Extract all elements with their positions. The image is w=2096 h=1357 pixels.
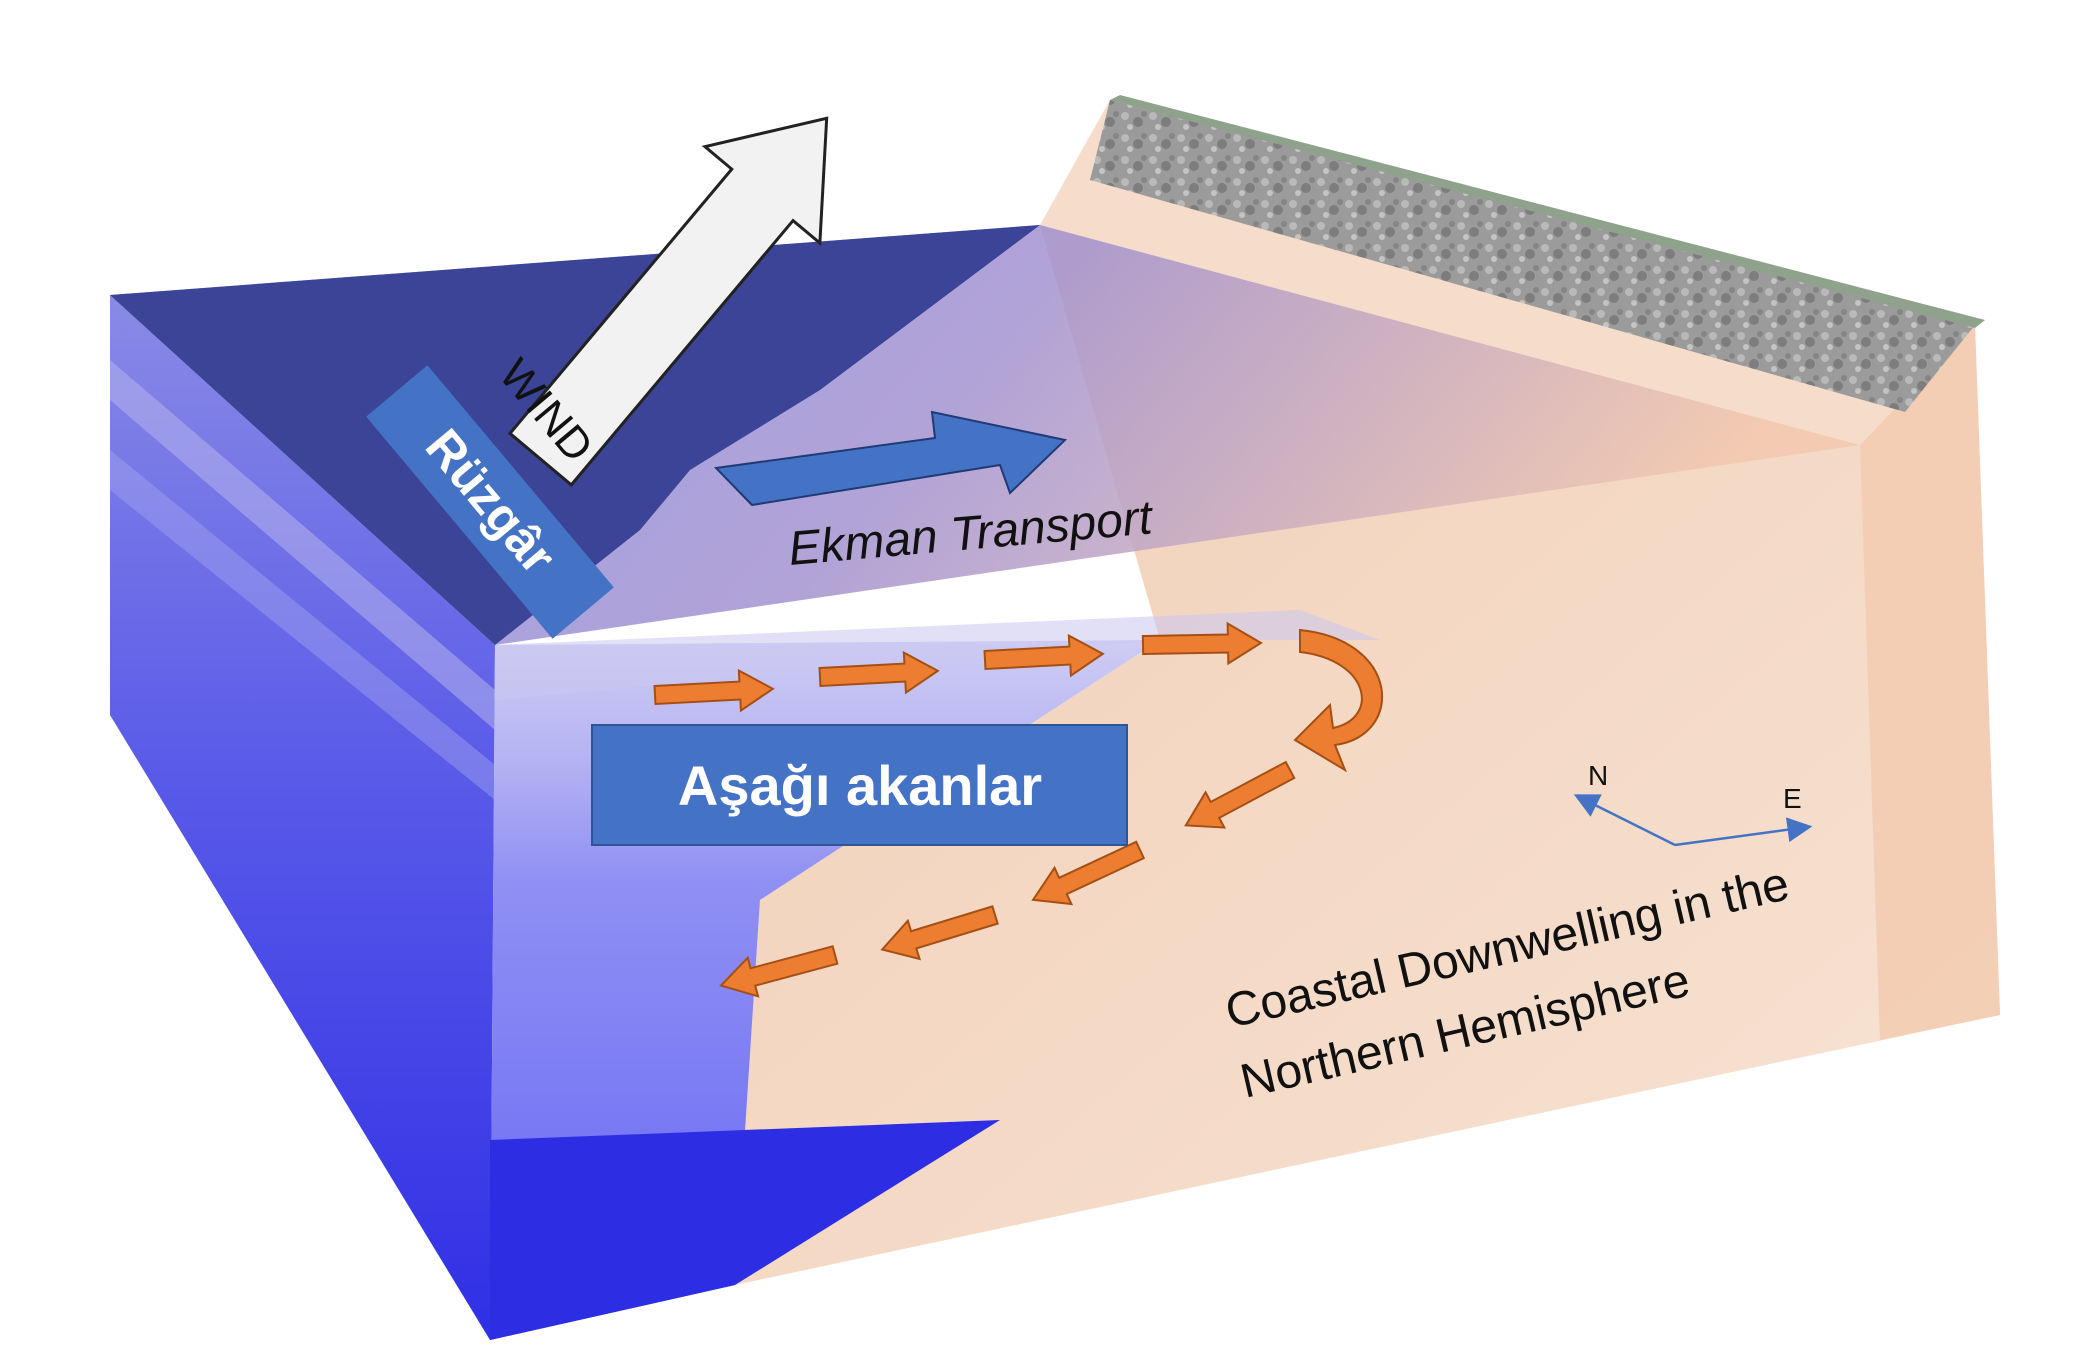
ocean-deep-layer: [490, 1120, 1000, 1340]
ocean-surface-foreground: [495, 610, 1380, 700]
cliff-top-edge: [1110, 95, 1985, 328]
seabed-right-face: [1860, 325, 2000, 1040]
downwelling-tr-box: [591, 724, 1128, 846]
compass-north-label: N: [1588, 760, 1608, 791]
downwelling-turn-arrow: [1293, 628, 1383, 773]
ocean-side-band-1: [110, 360, 495, 730]
wind-arrow: [507, 116, 829, 487]
compass: [1573, 794, 1813, 847]
downwelling-flow-arrows: [653, 621, 1296, 998]
downwelling-tr-label: Aşağı akanlar: [678, 754, 1042, 817]
ocean-side-band-2: [110, 450, 495, 800]
ekman-transport-arrow: [713, 410, 1068, 507]
compass-east-label: E: [1783, 783, 1802, 814]
coastal-cliff: [1090, 100, 1975, 412]
seabed-slope: [735, 225, 2000, 1285]
wind-tr-box: [366, 365, 614, 639]
ocean-side-face: [110, 295, 495, 1340]
